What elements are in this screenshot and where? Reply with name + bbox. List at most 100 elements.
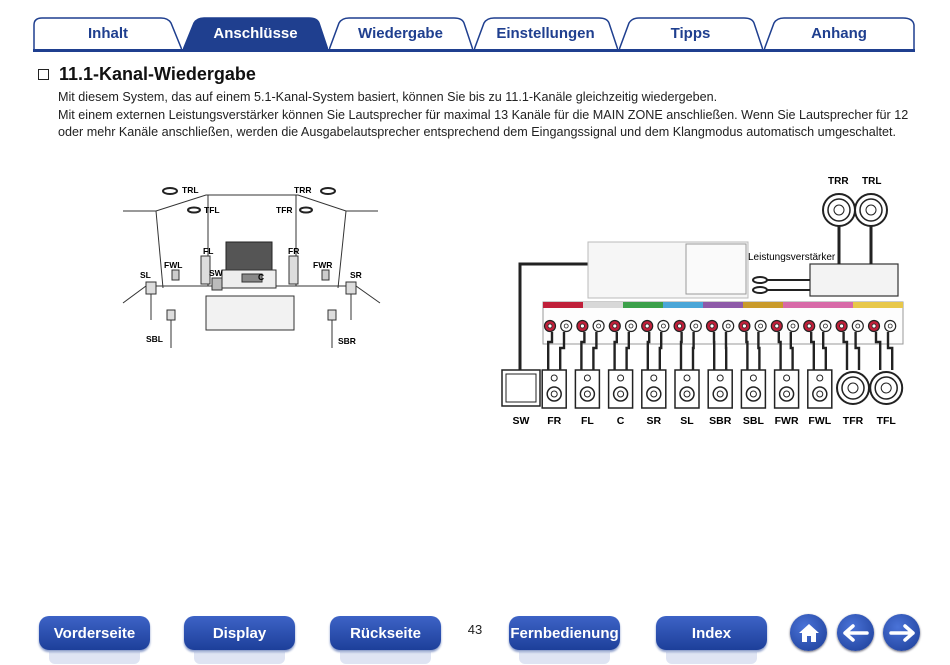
label-tfr: TFR [276, 205, 293, 215]
label-sbr: SBR [338, 336, 356, 346]
tab-shape [618, 17, 763, 50]
speaker-terminals [543, 319, 897, 333]
speaker-c-icon [607, 369, 634, 409]
label-trl: TRL [182, 185, 199, 195]
remote-control-button[interactable]: Fernbedienung [509, 616, 620, 664]
speaker-sl-icon [674, 369, 700, 409]
display-button[interactable]: Display [184, 616, 295, 664]
speaker-wire [874, 332, 882, 370]
terminal-post [754, 319, 767, 333]
terminal-post [770, 319, 783, 333]
terminal-post [543, 319, 557, 333]
terminal-color-band [663, 302, 703, 308]
tab-einstellungen[interactable]: Einstellungen [473, 17, 618, 50]
tab-anschluesse[interactable]: Anschlüsse [183, 17, 328, 50]
speaker-wire [592, 332, 598, 370]
amplifier-paragraph: Mit einem externen Leistungsverstärker k… [58, 108, 909, 139]
tab-tipps[interactable]: Tipps [618, 17, 763, 50]
speaker-tfr-icon [299, 206, 313, 214]
speaker-fl-icon [200, 255, 211, 285]
av-receiver-icon [241, 273, 263, 283]
tab-underline [33, 49, 915, 52]
speaker-wire [559, 332, 566, 370]
terminal-post [867, 319, 881, 333]
label-fl: FL [203, 246, 213, 256]
speaker-label-fwr: FWR [775, 415, 799, 427]
terminal-post [803, 319, 816, 333]
speaker-wire [658, 332, 663, 370]
speaker-wire [789, 332, 794, 370]
tab-label: Einstellungen [496, 25, 595, 42]
speaker-fr-icon [541, 369, 567, 409]
terminal-post [738, 319, 751, 333]
terminal-color-band [703, 302, 743, 308]
speaker-wire [822, 332, 827, 370]
terminal-post [608, 319, 621, 333]
speaker-trr-icon [822, 193, 856, 227]
room-layout-diagram: TRL TRR TFL TFR FL FR FWL FWR SW C SL SR… [122, 185, 381, 348]
tab-wiedergabe[interactable]: Wiedergabe [328, 17, 473, 50]
tab-label: Anschlüsse [213, 25, 298, 42]
bottom-speakers [501, 369, 904, 409]
speaker-fwr-icon [321, 269, 330, 281]
speaker-sr-icon [641, 369, 667, 409]
terminal-color-band [543, 302, 583, 308]
index-button[interactable]: Index [656, 616, 767, 664]
subwoofer-icon [211, 277, 223, 291]
speaker-wire [679, 332, 683, 370]
speaker-label-sw: SW [513, 415, 530, 427]
speaker-wire [886, 332, 894, 370]
speaker-tfl-icon [869, 371, 904, 405]
speaker-wire [842, 332, 849, 370]
speaker-wire [757, 332, 761, 370]
speaker-trl-icon [162, 187, 178, 195]
rear-panel-button[interactable]: Rückseite [330, 616, 441, 664]
speaker-wire [777, 332, 782, 370]
tab-inhalt[interactable]: Inhalt [33, 17, 183, 50]
label-sw: SW [209, 268, 224, 278]
speaker-trr-icon [320, 187, 336, 195]
speaker-sbl-icon [740, 369, 767, 409]
speaker-tfr-icon [836, 371, 870, 405]
speaker-wire [854, 332, 861, 370]
sofa-icon [205, 295, 295, 331]
front-panel-button[interactable]: Vorderseite [39, 616, 150, 664]
home-icon [798, 623, 819, 642]
tab-anhang[interactable]: Anhang [763, 17, 915, 50]
label-top-trl: TRL [862, 176, 881, 187]
terminal-post [884, 319, 897, 333]
forward-button[interactable] [883, 614, 920, 651]
tab-shape [33, 17, 183, 50]
terminal-post [592, 319, 605, 333]
speaker-label-tfl: TFL [877, 415, 897, 427]
top-tab-bar: Inhalt Anschlüsse Wiedergabe Einstellung… [0, 0, 950, 56]
preout-terminal-block [685, 243, 747, 295]
ceiling-speakers [162, 187, 336, 214]
preout-cables [752, 276, 810, 294]
label-tfl: TFL [204, 205, 220, 215]
speaker-label-sbr: SBR [709, 415, 732, 427]
speaker-wire [613, 332, 618, 370]
terminal-post [657, 319, 670, 333]
tab-label: Tipps [670, 25, 711, 42]
tab-shape [328, 17, 473, 50]
speaker-sr-icon [345, 281, 357, 295]
speaker-sbr-icon [707, 369, 733, 409]
label-top-trr: TRR [828, 176, 849, 187]
speaker-wire [646, 332, 651, 370]
home-button[interactable] [790, 614, 827, 651]
speaker-label-fr: FR [547, 415, 561, 427]
speaker-fwr-icon [773, 369, 800, 409]
speaker-sw-icon [501, 369, 541, 407]
terminal-post [835, 319, 848, 333]
speaker-wire [691, 332, 695, 370]
terminal-post [624, 319, 638, 333]
terminal-post [851, 319, 864, 333]
terminal-post [705, 319, 719, 333]
speaker-label-fwl: FWL [808, 415, 831, 427]
speaker-sbr-icon [327, 309, 337, 321]
back-button[interactable] [837, 614, 874, 651]
terminal-post [641, 319, 654, 333]
page-number: 43 [467, 622, 483, 637]
